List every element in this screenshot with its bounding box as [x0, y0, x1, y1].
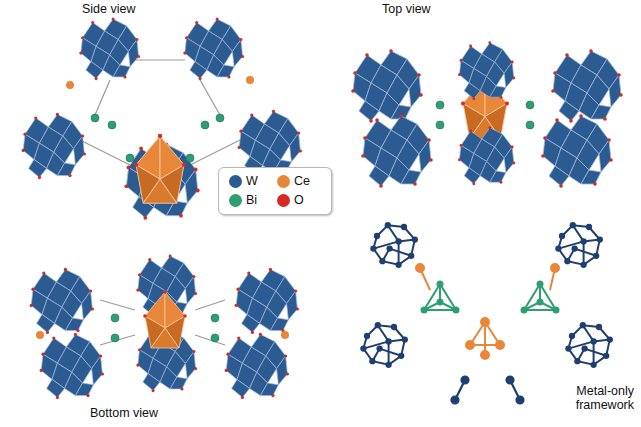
legend-text: W — [246, 174, 258, 188]
legend-swatch — [229, 175, 242, 188]
top-view — [351, 41, 623, 187]
view-label: Top view — [380, 2, 433, 16]
legend-text: O — [294, 193, 304, 207]
view-label: Metal-only framework — [556, 384, 636, 413]
legend-text: Bi — [246, 193, 257, 207]
legend-box: W CeBi O — [218, 167, 332, 215]
bottom-view — [30, 255, 299, 399]
legend-swatch — [277, 194, 290, 207]
legend-swatch — [229, 194, 242, 207]
legend-entry: Ce — [277, 174, 310, 188]
legend-entry: Bi — [229, 193, 257, 207]
legend-entry: W — [229, 174, 258, 188]
view-label: Bottom view — [88, 406, 160, 420]
view-label: Side view — [80, 2, 138, 16]
legend-entry: O — [277, 193, 304, 207]
legend-text: Ce — [294, 174, 310, 188]
metal-framework — [360, 222, 613, 403]
legend-swatch — [277, 175, 290, 188]
